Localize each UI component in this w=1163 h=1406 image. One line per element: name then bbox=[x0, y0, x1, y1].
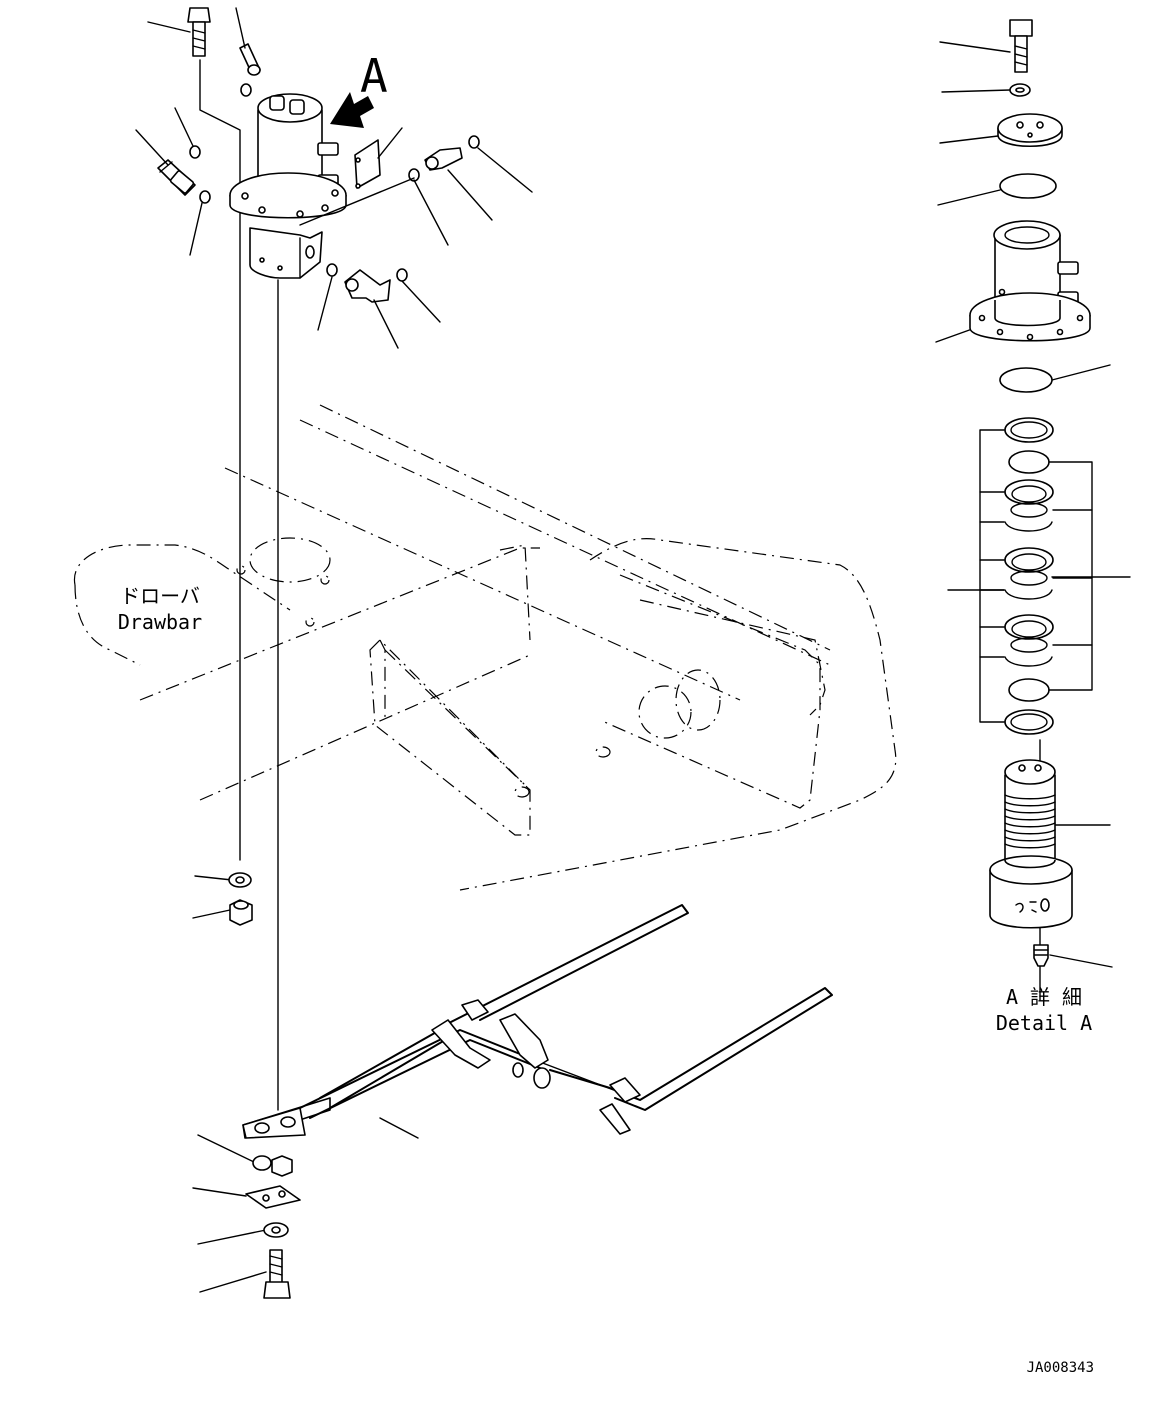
detail-a-exploded-view bbox=[969, 19, 1093, 967]
drawing-number: JA008343 bbox=[1027, 1360, 1094, 1376]
fitting-left bbox=[157, 159, 196, 196]
bolt-top bbox=[187, 7, 211, 57]
swivel-joint-assembly bbox=[157, 7, 480, 303]
leader-lines bbox=[135, 7, 1131, 1293]
plate-fasteners bbox=[245, 1155, 301, 1299]
lower-hardware bbox=[228, 872, 253, 926]
brake-linkage bbox=[242, 904, 833, 1139]
bolt-bottom bbox=[263, 1249, 291, 1299]
seal-stack bbox=[1004, 417, 1054, 735]
center-lines bbox=[199, 59, 1041, 1111]
detail-bolt bbox=[1009, 19, 1033, 73]
grease-nipple bbox=[1033, 944, 1049, 967]
view-arrow-a: A bbox=[330, 49, 388, 128]
fitting-right bbox=[424, 147, 463, 171]
detail-spindle bbox=[989, 759, 1073, 929]
elbow-fitting bbox=[344, 269, 391, 303]
drawbar-label-jp: ドローバ bbox=[120, 584, 200, 608]
drawbar-frame bbox=[73, 404, 897, 891]
detail-label-jp: A 詳 細 bbox=[1006, 985, 1082, 1009]
detail-label-en: Detail A bbox=[996, 1011, 1092, 1035]
drawbar-label-en: Drawbar bbox=[118, 610, 202, 634]
text-labels: ドローバ Drawbar A 詳 細 Detail A JA008343 bbox=[118, 584, 1094, 1376]
view-label: A bbox=[360, 49, 388, 103]
